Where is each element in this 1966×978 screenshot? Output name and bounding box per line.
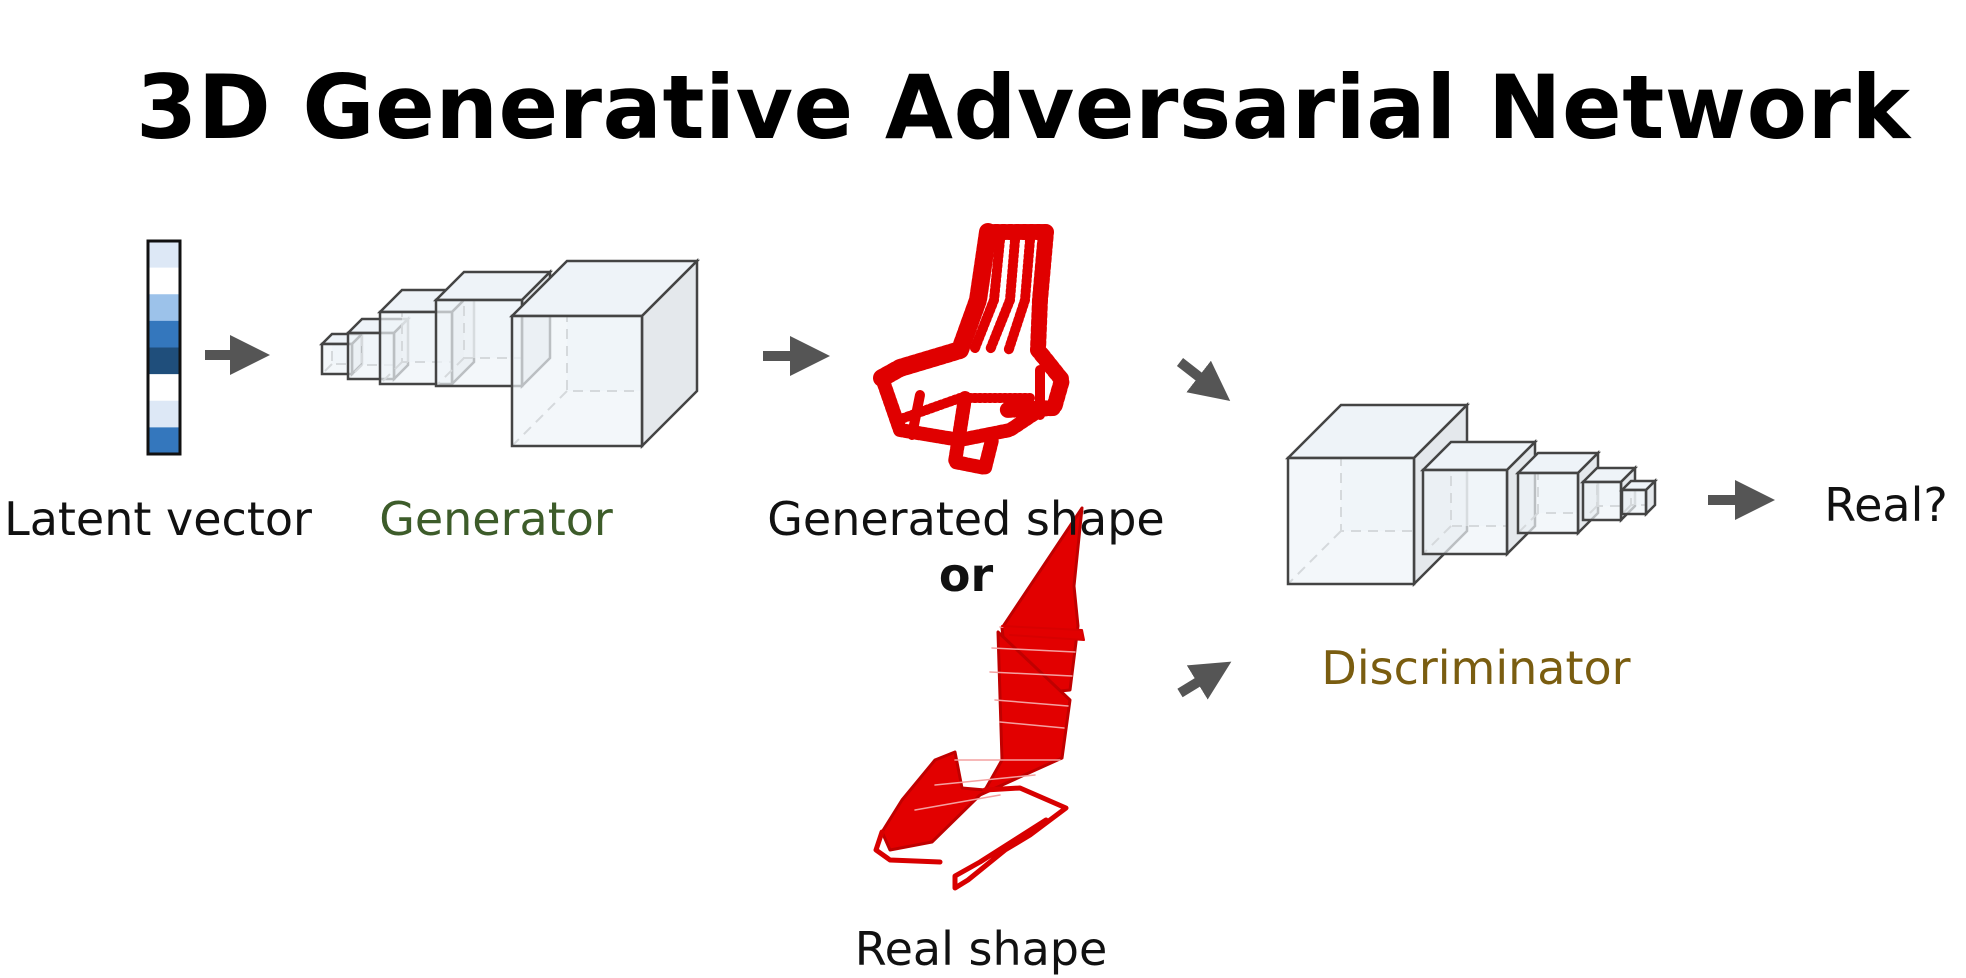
discriminator-network xyxy=(1284,401,1659,588)
latent-vector-bar xyxy=(148,241,180,455)
real-question-label: Real? xyxy=(1824,478,1948,532)
latent-vector-cell xyxy=(148,320,180,348)
generator-network xyxy=(318,257,701,450)
cube-icon xyxy=(1618,477,1659,518)
discriminator-label: Discriminator xyxy=(1321,641,1631,695)
arrow-icon xyxy=(1177,661,1232,700)
latent-vector-cell xyxy=(148,241,180,269)
latent-vector-label: Latent vector xyxy=(4,492,312,546)
cube-icon xyxy=(1579,464,1639,524)
latent-vector-cell xyxy=(148,267,180,295)
or-label: or xyxy=(938,548,994,602)
generated-chair-icon xyxy=(873,223,1070,475)
latent-vector-cell xyxy=(148,427,180,455)
latent-vector-cell xyxy=(148,347,180,375)
latent-vector-cell xyxy=(148,400,180,428)
real-chair-icon xyxy=(873,506,1085,891)
arrow-icon xyxy=(1176,358,1231,402)
real-shape-label: Real shape xyxy=(854,922,1108,976)
page-title: 3D Generative Adversarial Network xyxy=(136,56,1911,159)
latent-vector-cell xyxy=(148,374,180,402)
generator-label: Generator xyxy=(379,492,613,546)
cube-icon xyxy=(508,257,701,450)
latent-vector-cell xyxy=(148,294,180,322)
generated-shape-label: Generated shape xyxy=(767,492,1165,546)
latent-vector-frame xyxy=(146,239,182,456)
